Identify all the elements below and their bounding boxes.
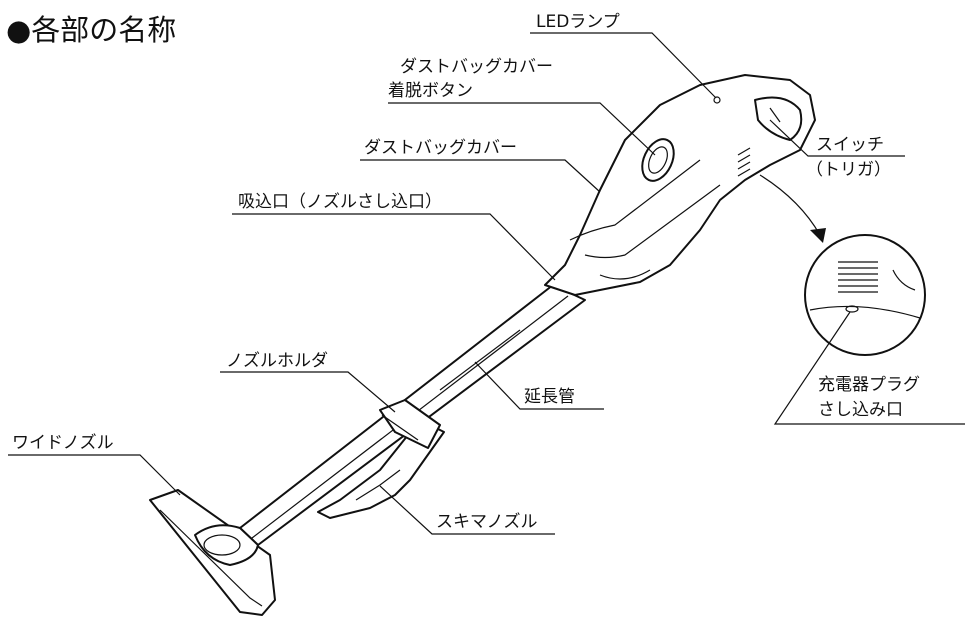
page-title: ●各部の名称 <box>6 13 176 47</box>
wide-nozzle-drawing <box>149 489 276 616</box>
main-body-drawing <box>544 74 816 296</box>
label-nozzle-holder: ノズルホルダ <box>226 351 328 371</box>
arrow-head-icon <box>810 228 826 243</box>
label-switch-1: スイッチ <box>816 135 884 155</box>
label-extension-pipe: 延長管 <box>524 387 575 407</box>
crevice-nozzle-drawing <box>317 419 445 519</box>
label-suction-inlet: 吸込口（ノズルさし込口） <box>238 192 442 212</box>
label-wide-nozzle: ワイドノズル <box>12 433 114 453</box>
label-dust-cover-release-1: ダストバッグカバー <box>400 57 553 77</box>
charger-port-detail <box>804 234 926 356</box>
detail-arrow <box>759 174 821 236</box>
callouts: LEDランプ ダストバッグカバー 着脱ボタン ダストバッグカバー スイッチ （ト… <box>8 12 965 535</box>
label-switch-2: （トリガ） <box>806 160 891 180</box>
label-charger-plug-1: 充電器プラグ <box>818 375 920 395</box>
label-dust-cover: ダストバッグカバー <box>364 138 517 158</box>
label-led-lamp: LEDランプ <box>536 12 620 32</box>
label-dust-cover-release-2: 着脱ボタン <box>388 81 473 101</box>
label-crevice-nozzle: スキマノズル <box>436 512 538 532</box>
vacuum-illustration <box>149 74 926 616</box>
label-charger-plug-2: さし込み口 <box>818 400 903 420</box>
